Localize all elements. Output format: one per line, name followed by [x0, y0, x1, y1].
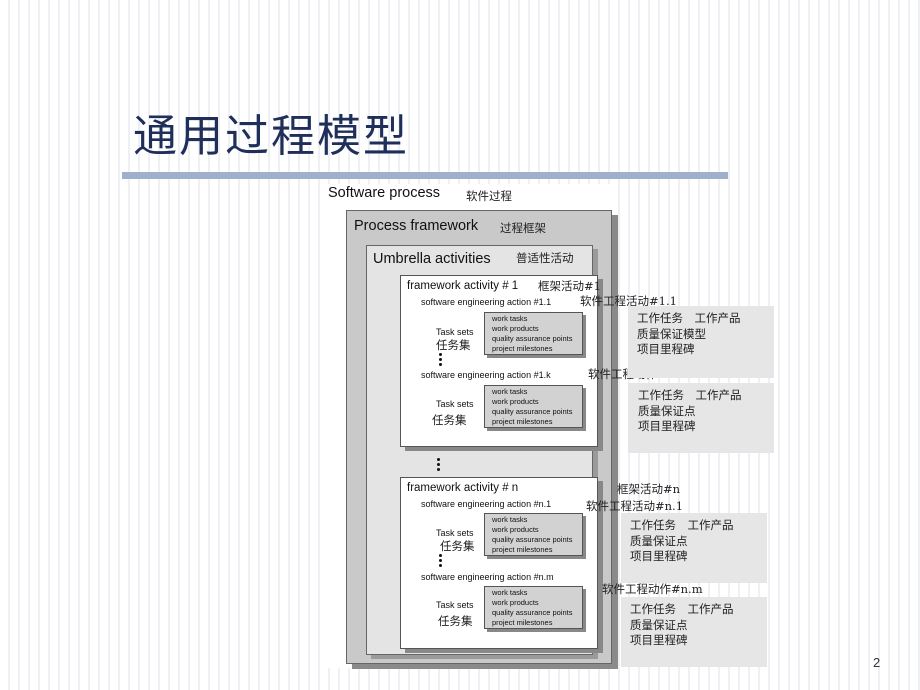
ellipsis-dots — [439, 554, 443, 569]
note-box: 工作任务 工作产品 质量保证点 项目里程碑 — [628, 383, 774, 453]
action-1-k-label: software engineering action #1.k — [421, 370, 551, 380]
task-sets-cn: 任务集 — [440, 539, 475, 553]
task-item: work tasks — [492, 314, 528, 323]
task-sets-label: Task sets — [436, 528, 474, 538]
note-box: 工作任务 工作产品 质量保证点 项目里程碑 — [621, 513, 767, 583]
ellipsis-dots — [439, 353, 443, 368]
note-line: 质量保证模型 — [637, 326, 706, 341]
action-n-1-label: software engineering action #n.1 — [421, 499, 552, 509]
umbrella-activities-label: Umbrella activities — [373, 251, 491, 267]
note-line: 质量保证点 — [630, 617, 688, 632]
task-item: work tasks — [492, 387, 528, 396]
task-item: project milestones — [492, 545, 553, 554]
note-line: 工作任务 工作产品 — [638, 388, 742, 402]
task-item: work tasks — [492, 515, 528, 524]
note-line: 工作任务 工作产品 — [637, 311, 741, 325]
software-process-label: Software process — [328, 185, 441, 201]
note-line: 工作任务 工作产品 — [630, 518, 734, 532]
task-sets-label: Task sets — [436, 399, 474, 409]
task-item: quality assurance points — [492, 535, 573, 544]
umbrella-activities-cn: 普适性活动 — [516, 251, 574, 265]
task-item: work products — [492, 324, 539, 333]
task-set-box: work tasks work products quality assuran… — [484, 513, 583, 556]
task-item: work products — [492, 598, 539, 607]
process-framework-label: Process framework — [354, 218, 479, 234]
page-number: 2 — [873, 655, 881, 670]
note-line: 项目里程碑 — [637, 342, 695, 356]
action-1-1-cn: 软件工程活动#1.1 — [580, 294, 677, 308]
task-sets-label: Task sets — [436, 327, 474, 337]
task-item: work products — [492, 525, 539, 534]
task-item: work tasks — [492, 588, 528, 597]
task-sets-label: Task sets — [436, 600, 474, 610]
task-item: work products — [492, 397, 539, 406]
note-line: 项目里程碑 — [630, 549, 688, 563]
note-box: 工作任务 工作产品 质量保证模型 项目里程碑 — [628, 306, 774, 378]
ellipsis-dots — [437, 458, 441, 473]
note-line: 质量保证点 — [638, 403, 696, 418]
note-line: 工作任务 工作产品 — [630, 602, 734, 616]
note-line: 项目里程碑 — [638, 419, 696, 433]
task-sets-cn: 任务集 — [436, 338, 471, 352]
task-set-box: work tasks work products quality assuran… — [484, 385, 583, 428]
task-item: quality assurance points — [492, 334, 573, 343]
action-1-1-label: software engineering action #1.1 — [421, 297, 552, 307]
note-line: 质量保证点 — [630, 533, 688, 548]
task-sets-cn: 任务集 — [438, 614, 473, 628]
note-line: 项目里程碑 — [630, 633, 688, 647]
task-item: quality assurance points — [492, 608, 573, 617]
task-set-box: work tasks work products quality assuran… — [484, 312, 583, 355]
task-item: project milestones — [492, 417, 553, 426]
process-framework-cn: 过程框架 — [500, 221, 546, 235]
action-n-1-cn: 软件工程活动#n.1 — [586, 499, 684, 513]
title-rule — [122, 172, 728, 179]
note-box: 工作任务 工作产品 质量保证点 项目里程碑 — [621, 597, 767, 667]
slide-title: 通用过程模型 — [133, 111, 409, 162]
software-process-cn: 软件过程 — [466, 189, 512, 203]
framework-activity-n-title: framework activity # n — [407, 482, 519, 494]
task-set-box: work tasks work products quality assuran… — [484, 586, 583, 629]
task-item: project milestones — [492, 344, 553, 353]
action-n-m-label: software engineering action #n.m — [421, 572, 554, 582]
framework-activity-1-title: framework activity # 1 — [407, 280, 519, 292]
task-item: project milestones — [492, 618, 553, 627]
task-sets-cn: 任务集 — [432, 413, 467, 427]
framework-activity-1-cn: 框架活动#1 — [538, 279, 601, 293]
action-n-m-cn: 软件工程动作#n.m — [602, 582, 703, 596]
task-item: quality assurance points — [492, 407, 573, 416]
framework-activity-n-cn: 框架活动#n — [617, 482, 681, 496]
